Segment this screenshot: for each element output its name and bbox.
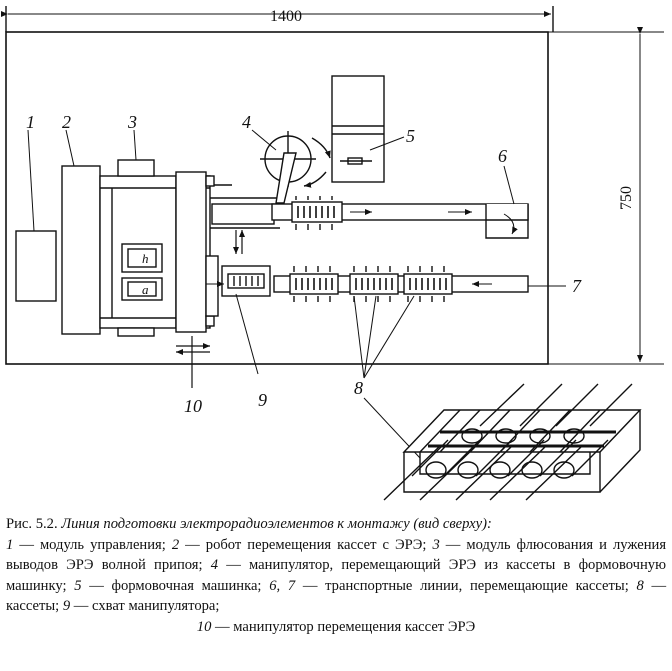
callout-5: 5 (406, 126, 415, 146)
control-module (15, 230, 57, 302)
callout-1: 1 (26, 112, 35, 132)
legend-text: схват манипулятора; (92, 598, 220, 614)
fluxing-module (99, 159, 219, 337)
caption-title: Линия подготовки электрорадиоэлементов к… (61, 516, 492, 532)
layout-diagram: 1400 750 h a 1 2 3 4 5 6 7 8 9 10 (1, 6, 664, 501)
legend-text: робот перемещения кассет с ЭРЭ; (205, 536, 427, 553)
legend-num: 3 (432, 536, 440, 553)
callout-10: 10 (184, 396, 202, 416)
forming-machine (331, 75, 385, 183)
legend-num: 10 (196, 618, 212, 635)
legend-text: транспортные линии, перемещающие кассеты… (325, 577, 629, 594)
callout-8: 8 (354, 378, 363, 398)
legend-num: 9 (62, 598, 71, 614)
caption-prefix: Рис. 5.2. (6, 516, 58, 532)
legend-text: манипулятор, перемещающий ЭРЭ из кассеты… (6, 557, 666, 594)
legend-num: 5 (74, 577, 82, 594)
legend-text: манипулятор перемещения кассет ЭРЭ (233, 618, 476, 635)
callout-2: 2 (62, 112, 71, 132)
callout-7: 7 (572, 276, 582, 296)
legend-text: модуль флюсования и лужения выводов ЭРЭ … (6, 536, 667, 574)
figure-caption: Рис. 5.2. Линия подготовки электрорадиоэ… (6, 516, 667, 635)
legend-text: модуль управления; (39, 536, 166, 553)
display-h-label: h (142, 251, 149, 266)
cassette-line6 (291, 196, 343, 230)
manipulator (260, 131, 331, 204)
legend-num: 1 (6, 536, 14, 553)
leader-lines (27, 129, 566, 459)
legend-num: 6, 7 (269, 577, 296, 594)
legend-num: 2 (171, 536, 180, 553)
cassette-robot (61, 165, 101, 335)
legend-text: формовочная машинка; (111, 577, 262, 594)
height-dimension-label: 750 (618, 186, 635, 210)
cassette-manipulator-arrows (176, 336, 210, 388)
legend-text: кассеты; (6, 598, 60, 614)
callout-9: 9 (258, 390, 267, 410)
cassettes-line7 (289, 266, 453, 302)
height-dimension (548, 27, 664, 365)
callout-6: 6 (498, 146, 507, 166)
manipulator-gripper (206, 265, 271, 297)
width-dimension-label: 1400 (270, 8, 302, 25)
legend-num: 4 (210, 557, 219, 573)
floor-outline (5, 31, 549, 365)
callout-3: 3 (127, 112, 137, 132)
width-dimension (1, 6, 554, 32)
legend-num: 8 (636, 577, 644, 594)
display-a-label: a (142, 282, 149, 297)
callout-4: 4 (242, 112, 251, 132)
cassette-detail (383, 383, 642, 501)
